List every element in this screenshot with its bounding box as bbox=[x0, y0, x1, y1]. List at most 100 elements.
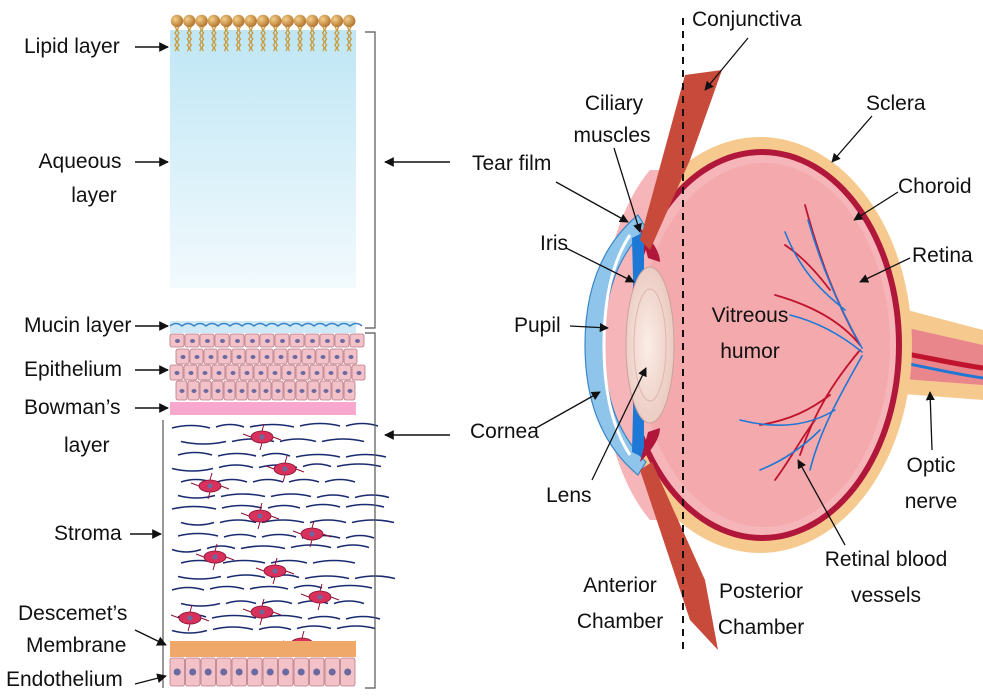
cell-nucleus bbox=[329, 669, 336, 676]
label-posterior-2: Chamber bbox=[706, 616, 816, 640]
cell-nucleus bbox=[180, 389, 185, 393]
keratocyte-nucleus bbox=[310, 532, 315, 537]
endothelium bbox=[170, 658, 355, 686]
lipid-bead bbox=[282, 15, 294, 27]
cell-nucleus bbox=[348, 389, 353, 393]
aqueous-layer bbox=[170, 30, 356, 288]
mucin-layer bbox=[170, 321, 362, 333]
cell-nucleus bbox=[237, 355, 242, 359]
cell-nucleus bbox=[280, 339, 285, 343]
keratocyte-nucleus bbox=[260, 610, 265, 615]
label-stroma: Stroma bbox=[54, 522, 122, 546]
cell-nucleus bbox=[329, 371, 334, 375]
cell-nucleus bbox=[279, 355, 284, 359]
label-ciliary-1: Ciliary bbox=[566, 92, 662, 116]
label-choroid: Choroid bbox=[898, 175, 972, 199]
lipid-bead bbox=[208, 15, 220, 27]
cell-nucleus bbox=[273, 371, 278, 375]
lipid-layer bbox=[171, 15, 356, 27]
label-aqueous-1: Aqueous bbox=[32, 150, 128, 174]
label-retinal-vessels-2: vessels bbox=[816, 584, 956, 608]
cornea-bracket bbox=[365, 333, 375, 688]
cell-nucleus bbox=[282, 669, 289, 676]
cell-nucleus bbox=[204, 389, 209, 393]
lipid-bead bbox=[318, 15, 330, 27]
cell-nucleus bbox=[325, 339, 330, 343]
cell-nucleus bbox=[203, 371, 208, 375]
keratocyte-nucleus bbox=[260, 435, 265, 440]
label-cornea: Cornea bbox=[470, 420, 539, 444]
cell-nucleus bbox=[349, 355, 354, 359]
tear-film-column bbox=[170, 15, 356, 318]
stroma bbox=[170, 415, 401, 657]
label-vitreous-2: humor bbox=[700, 340, 800, 364]
cell-nucleus bbox=[310, 339, 315, 343]
cell-nucleus bbox=[340, 339, 345, 343]
label-posterior-1: Posterior bbox=[706, 580, 816, 604]
cell-nucleus bbox=[344, 669, 351, 676]
cell-nucleus bbox=[287, 371, 292, 375]
cell-nucleus bbox=[250, 339, 255, 343]
cell-nucleus bbox=[228, 389, 233, 393]
lipid-bead bbox=[195, 15, 207, 27]
cell-nucleus bbox=[245, 371, 250, 375]
cell-nucleus bbox=[220, 669, 227, 676]
cell-nucleus bbox=[295, 339, 300, 343]
epithelium bbox=[170, 334, 365, 400]
label-retina: Retina bbox=[912, 244, 973, 268]
cell-nucleus bbox=[236, 669, 243, 676]
cell-nucleus bbox=[321, 355, 326, 359]
keratocyte-nucleus bbox=[273, 569, 278, 574]
cell-nucleus bbox=[312, 389, 317, 393]
label-retinal-vessels-1: Retinal blood bbox=[816, 548, 956, 572]
cell-nucleus bbox=[293, 355, 298, 359]
label-descemet-2: Membrane bbox=[26, 634, 126, 658]
label-descemet-1: Descemet’s bbox=[18, 602, 127, 626]
cell-nucleus bbox=[235, 339, 240, 343]
label-pupil: Pupil bbox=[514, 314, 561, 338]
descemets-membrane bbox=[170, 641, 356, 657]
cell-nucleus bbox=[324, 389, 329, 393]
cell-nucleus bbox=[265, 339, 270, 343]
keratocyte-nucleus bbox=[213, 555, 218, 560]
keratocyte-nucleus bbox=[283, 467, 288, 472]
lens bbox=[626, 267, 674, 423]
cell-nucleus bbox=[288, 389, 293, 393]
cell-nucleus bbox=[252, 389, 257, 393]
lipid-bead bbox=[245, 15, 257, 27]
cell-nucleus bbox=[175, 339, 180, 343]
label-endothelium: Endothelium bbox=[6, 668, 123, 692]
cell-nucleus bbox=[223, 355, 228, 359]
cell-nucleus bbox=[251, 669, 258, 676]
cell-nucleus bbox=[175, 371, 180, 375]
cell-nucleus bbox=[190, 339, 195, 343]
cell-nucleus bbox=[205, 669, 212, 676]
cell-nucleus bbox=[240, 389, 245, 393]
cell-nucleus bbox=[205, 339, 210, 343]
lipid-bead bbox=[257, 15, 269, 27]
label-lipid-layer: Lipid layer bbox=[24, 35, 120, 59]
label-ciliary-2: muscles bbox=[562, 124, 662, 148]
cell-nucleus bbox=[251, 355, 256, 359]
label-tear-film: Tear film bbox=[472, 152, 551, 176]
keratocyte-nucleus bbox=[188, 616, 193, 621]
lipid-bead bbox=[294, 15, 306, 27]
cell-nucleus bbox=[276, 389, 281, 393]
label-bowman-1: Bowman’s bbox=[24, 396, 121, 420]
cell-nucleus bbox=[335, 355, 340, 359]
cell-nucleus bbox=[181, 355, 186, 359]
cell-nucleus bbox=[267, 669, 274, 676]
lipid-bead bbox=[220, 15, 232, 27]
label-epithelium: Epithelium bbox=[24, 358, 122, 382]
cell-nucleus bbox=[265, 355, 270, 359]
cell-nucleus bbox=[209, 355, 214, 359]
bowmans-layer bbox=[170, 402, 356, 415]
keratocyte-nucleus bbox=[258, 514, 263, 519]
cell-nucleus bbox=[195, 355, 200, 359]
cell-nucleus bbox=[189, 669, 196, 676]
lipid-bead bbox=[343, 15, 355, 27]
keratocyte-nucleus bbox=[318, 595, 323, 600]
cell-nucleus bbox=[315, 371, 320, 375]
cell-nucleus bbox=[343, 371, 348, 375]
